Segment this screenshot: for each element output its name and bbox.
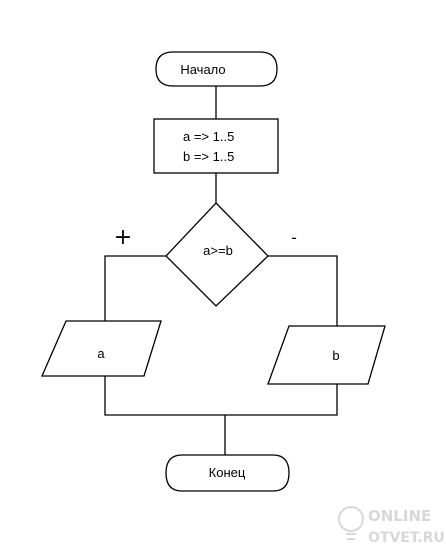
decision-block: a>=b — [165, 202, 269, 307]
decision-label: a>=b — [203, 243, 233, 258]
lightbulb-icon — [338, 506, 364, 540]
connector-no-branch — [268, 255, 338, 326]
watermark-line-1: ONLINE — [368, 507, 431, 525]
watermark-line-2: OTVET.RU — [368, 530, 445, 546]
connector-right-merge — [225, 384, 338, 416]
process-line-1: a => 1..5 — [183, 129, 234, 144]
end-label: Конец — [209, 465, 246, 480]
output-left-block: a — [41, 320, 162, 377]
start-terminal: Начало — [155, 51, 278, 87]
connectors — [104, 86, 338, 455]
output-left-label: a — [97, 346, 105, 361]
start-label: Начало — [180, 62, 225, 77]
watermark: ONLINE OTVET.RU — [338, 506, 445, 546]
yes-branch-mark: + — [114, 225, 132, 250]
connector-yes-branch — [104, 255, 166, 326]
end-terminal: Конец — [165, 454, 290, 492]
process-line-2: b => 1..5 — [183, 149, 234, 164]
output-right-label: b — [332, 348, 339, 363]
no-branch-mark: - — [291, 228, 297, 247]
connector-left-merge — [104, 376, 225, 416]
process-block: a => 1..5 b => 1..5 — [153, 118, 279, 174]
output-right-block: b — [267, 325, 386, 385]
